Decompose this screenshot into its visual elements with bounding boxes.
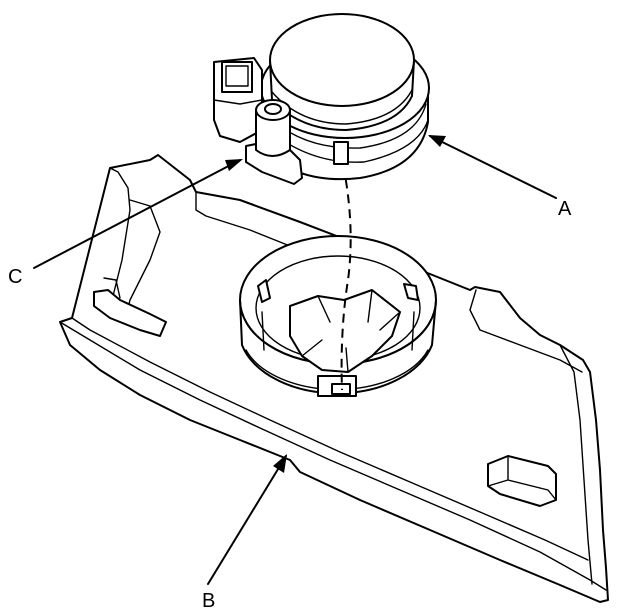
leader-lines: [33, 135, 557, 585]
mounting-ring-fingers: [289, 289, 401, 373]
mounting-ring-finger-lines: [301, 289, 401, 373]
sensor-unit-dome-top: [269, 13, 415, 107]
leader-line-c: [33, 159, 241, 269]
arrowhead-a: [428, 135, 446, 147]
trim-panel-lip: [59, 321, 607, 591]
callout-b: B: [202, 590, 215, 612]
trim-panel-right-clip-face: [487, 455, 557, 501]
sensor-unit-housing-port-inner: [225, 65, 249, 87]
mounting-ring-inner-wall: [261, 311, 415, 351]
arrowhead-b: [273, 454, 287, 473]
sensor-unit-housing-port: [221, 61, 253, 93]
connector-post: [255, 109, 291, 157]
mounting-ring: [239, 235, 437, 397]
trim-panel-left-clip-tab: [103, 277, 121, 299]
mounting-ring-wall: [239, 299, 437, 395]
connector: [245, 99, 303, 185]
trim-panel-right-rib: [469, 289, 583, 373]
arrowhead-c: [225, 159, 243, 171]
trim-panel-inner-wall: [109, 167, 131, 301]
callout-a: A: [558, 198, 572, 220]
leader-line-b: [207, 455, 287, 585]
trim-panel-lip-inner: [71, 317, 589, 561]
sensor-unit-latch: [333, 141, 349, 165]
trim-panel-left-clip: [93, 289, 167, 337]
trim-panel-top-edge: [195, 191, 301, 251]
sensor-unit-housing-seam: [213, 99, 263, 105]
mounting-ring-tab-right: [403, 283, 419, 301]
trim-panel-right-wall: [559, 344, 593, 585]
sensor-unit: [213, 13, 430, 181]
trim-panel-left-rib: [125, 199, 161, 317]
callout-c: C: [8, 266, 22, 288]
leader-line-a: [429, 135, 557, 199]
connector-post-hole: [264, 103, 282, 115]
mounting-ring-tab-left: [257, 279, 271, 303]
